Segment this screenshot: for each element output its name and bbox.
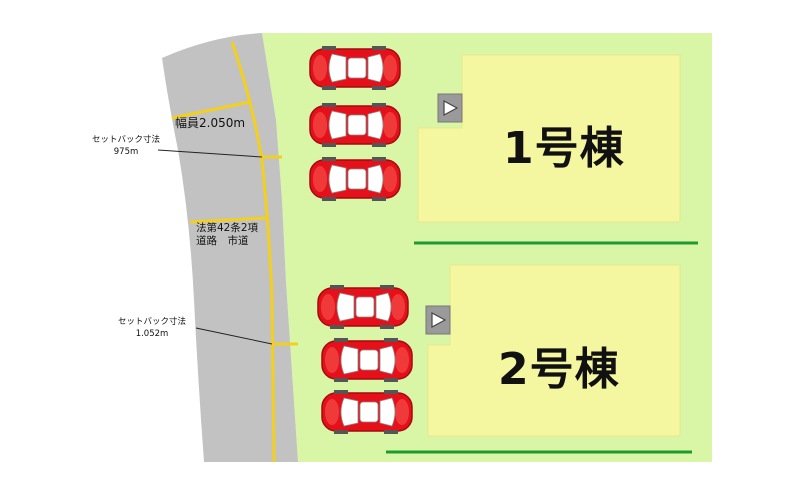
car-icon — [321, 389, 413, 435]
setback-leader-upper — [157, 149, 263, 158]
car-icon — [317, 284, 409, 330]
car-icon — [321, 337, 413, 383]
building-2-label: 2号棟 — [498, 344, 620, 395]
road — [162, 33, 298, 462]
road-type-label: 法第42条2項 道路 市道 — [196, 222, 258, 248]
road-width-label: 幅員2.050m — [175, 116, 246, 130]
road-width-line-upper — [171, 100, 251, 120]
building-1-label: 1号棟 — [503, 123, 625, 174]
setback-callout-upper: セットバック寸法 975m — [92, 134, 160, 158]
setback-value: 975m — [113, 147, 139, 157]
car-icon — [309, 156, 401, 202]
road-type-line1: 法第42条2項 — [196, 222, 259, 234]
entrance-arrow-icon — [425, 305, 451, 335]
setback-title: セットバック寸法 — [92, 135, 161, 145]
building-2 — [427, 264, 681, 437]
car-icon — [309, 102, 401, 148]
road-width-line-lower — [189, 216, 267, 224]
setback-leader-lower — [195, 327, 273, 345]
setback-callout-lower: セットバック寸法 1.052m — [118, 316, 186, 340]
building-1 — [417, 54, 681, 223]
road-type-line2: 道路 市道 — [196, 235, 249, 247]
car-icon — [309, 45, 401, 91]
setback-title: セットバック寸法 — [118, 317, 187, 327]
entrance-arrow-icon — [437, 93, 463, 123]
setback-line — [230, 41, 276, 463]
setback-value: 1.052m — [135, 329, 169, 339]
